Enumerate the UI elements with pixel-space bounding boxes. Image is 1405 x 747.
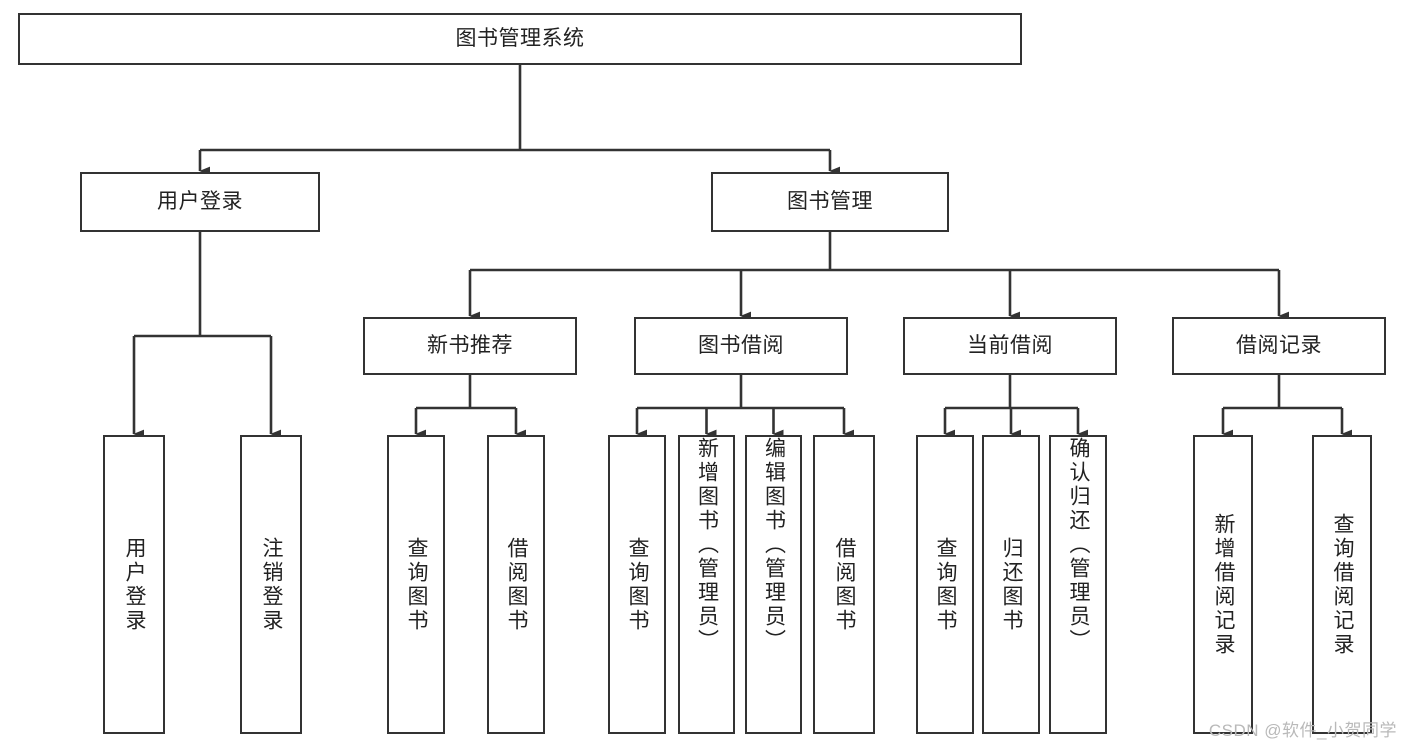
node-label: 用户登录: [123, 536, 147, 633]
node-label: 归还图书: [1000, 536, 1024, 633]
node-user-login[interactable]: 用户登录: [80, 172, 320, 232]
node-label: 确认归还（管理员）: [1067, 437, 1091, 653]
node-label: 查询借阅记录: [1331, 512, 1355, 657]
node-label: 用户登录: [157, 190, 243, 214]
node-leaf-borrow-book-2[interactable]: 借阅图书: [813, 435, 875, 734]
node-book-borrow[interactable]: 图书借阅: [634, 317, 848, 375]
node-leaf-add-book[interactable]: 新增图书（管理员）: [678, 435, 735, 734]
node-label: 查询图书: [934, 536, 958, 633]
node-label: 图书借阅: [698, 334, 784, 358]
node-label: 图书管理系统: [455, 27, 585, 51]
node-leaf-borrow-book-1[interactable]: 借阅图书: [487, 435, 545, 734]
node-leaf-query-book-1[interactable]: 查询图书: [387, 435, 445, 734]
node-leaf-user-login[interactable]: 用户登录: [103, 435, 165, 734]
node-label: 注销登录: [260, 536, 284, 633]
node-leaf-logout[interactable]: 注销登录: [240, 435, 302, 734]
node-label: 查询图书: [405, 536, 429, 633]
node-borrow-record[interactable]: 借阅记录: [1172, 317, 1386, 375]
node-label: 借阅记录: [1236, 334, 1322, 358]
node-book-manage[interactable]: 图书管理: [711, 172, 949, 232]
node-root[interactable]: 图书管理系统: [18, 13, 1022, 65]
node-leaf-query-record[interactable]: 查询借阅记录: [1312, 435, 1372, 734]
node-leaf-edit-book[interactable]: 编辑图书（管理员）: [745, 435, 802, 734]
node-label: 借阅图书: [505, 536, 529, 633]
node-label: 当前借阅: [967, 334, 1053, 358]
node-leaf-add-record[interactable]: 新增借阅记录: [1193, 435, 1253, 734]
node-label: 编辑图书（管理员）: [762, 437, 786, 653]
node-leaf-query-book-2[interactable]: 查询图书: [608, 435, 666, 734]
node-label: 图书管理: [787, 190, 873, 214]
watermark-label: CSDN @软件_小贺同学: [1208, 721, 1397, 740]
node-label: 新增借阅记录: [1212, 512, 1236, 657]
node-label: 新书推荐: [427, 334, 513, 358]
node-leaf-return-book[interactable]: 归还图书: [982, 435, 1040, 734]
edge-layer: [132, 65, 1353, 439]
node-label: 新增图书（管理员）: [695, 437, 719, 653]
node-new-book-rec[interactable]: 新书推荐: [363, 317, 577, 375]
node-label: 查询图书: [626, 536, 650, 633]
node-label: 借阅图书: [833, 536, 857, 633]
node-current-borrow[interactable]: 当前借阅: [903, 317, 1117, 375]
node-leaf-query-book-3[interactable]: 查询图书: [916, 435, 974, 734]
node-leaf-confirm-return[interactable]: 确认归还（管理员）: [1049, 435, 1107, 734]
